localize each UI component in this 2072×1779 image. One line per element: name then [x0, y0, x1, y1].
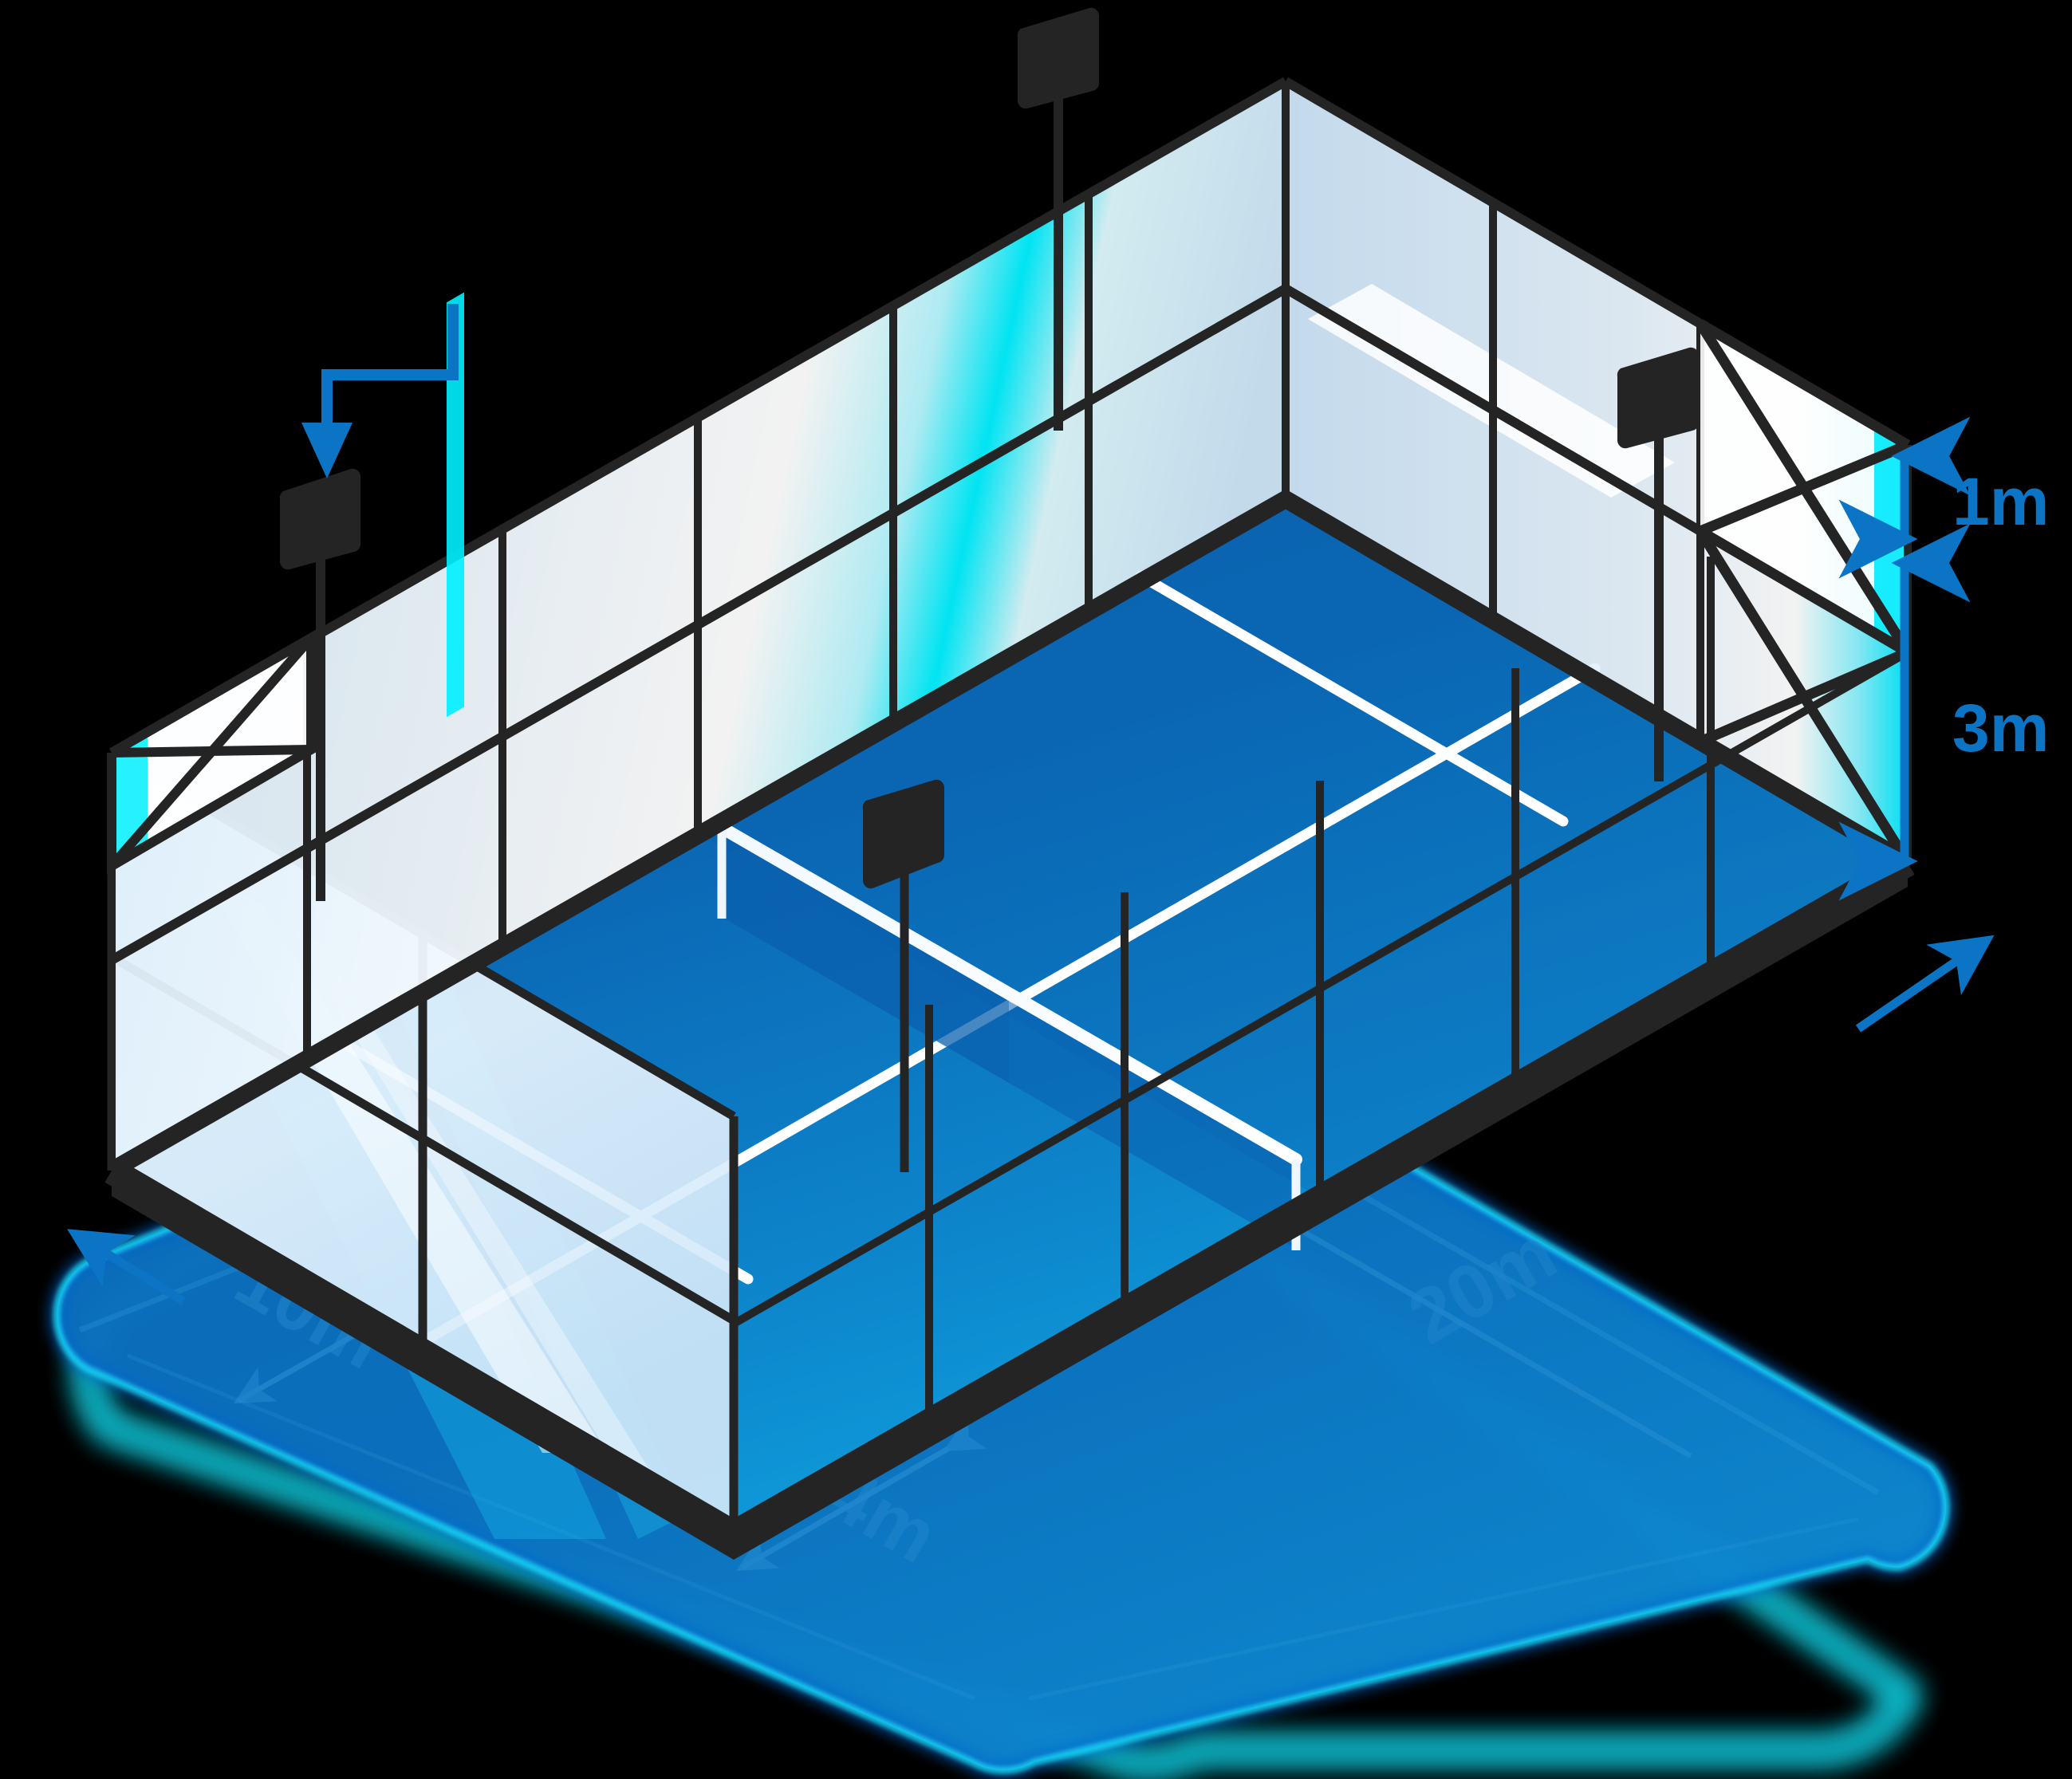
glass-reflection-b [287, 923, 662, 1490]
net-panel-left [722, 829, 1009, 1083]
extent-arrow-left [67, 1229, 186, 1305]
dimension-label-3m: 3m [1952, 691, 2049, 766]
base-slab-left [112, 1171, 734, 1560]
mesh-frame-left [107, 629, 316, 875]
extent-arrow-right [1855, 935, 1995, 1033]
net-panel-right [1009, 995, 1296, 1249]
vertical-dimensions: 1m 3m [1838, 416, 2049, 901]
mesh-fence-left [107, 629, 316, 875]
service-line-far [1135, 570, 1569, 827]
callout-elbow-line [321, 304, 459, 448]
net-top-band [715, 821, 1302, 1166]
floodlight-head-2 [1017, 7, 1100, 109]
floodlight-head-1 [279, 468, 361, 570]
court-net [715, 821, 1302, 1250]
glass-cyan-accent-1 [447, 292, 464, 718]
callout-arrow-head-icon [301, 423, 353, 478]
dimension-label-1m: 1m [1952, 464, 2049, 539]
floodlight-4 [862, 779, 945, 1172]
floodlight-3 [1617, 347, 1700, 781]
floodlight-head-4 [862, 779, 945, 889]
platform-extent-arrows [67, 935, 1995, 1305]
base-slab-right [734, 863, 1908, 1560]
floodlight-1 [279, 468, 361, 901]
floodlight-2 [1017, 7, 1100, 431]
floodlight-head-3 [1617, 347, 1700, 449]
floodlight-callout [301, 304, 459, 478]
